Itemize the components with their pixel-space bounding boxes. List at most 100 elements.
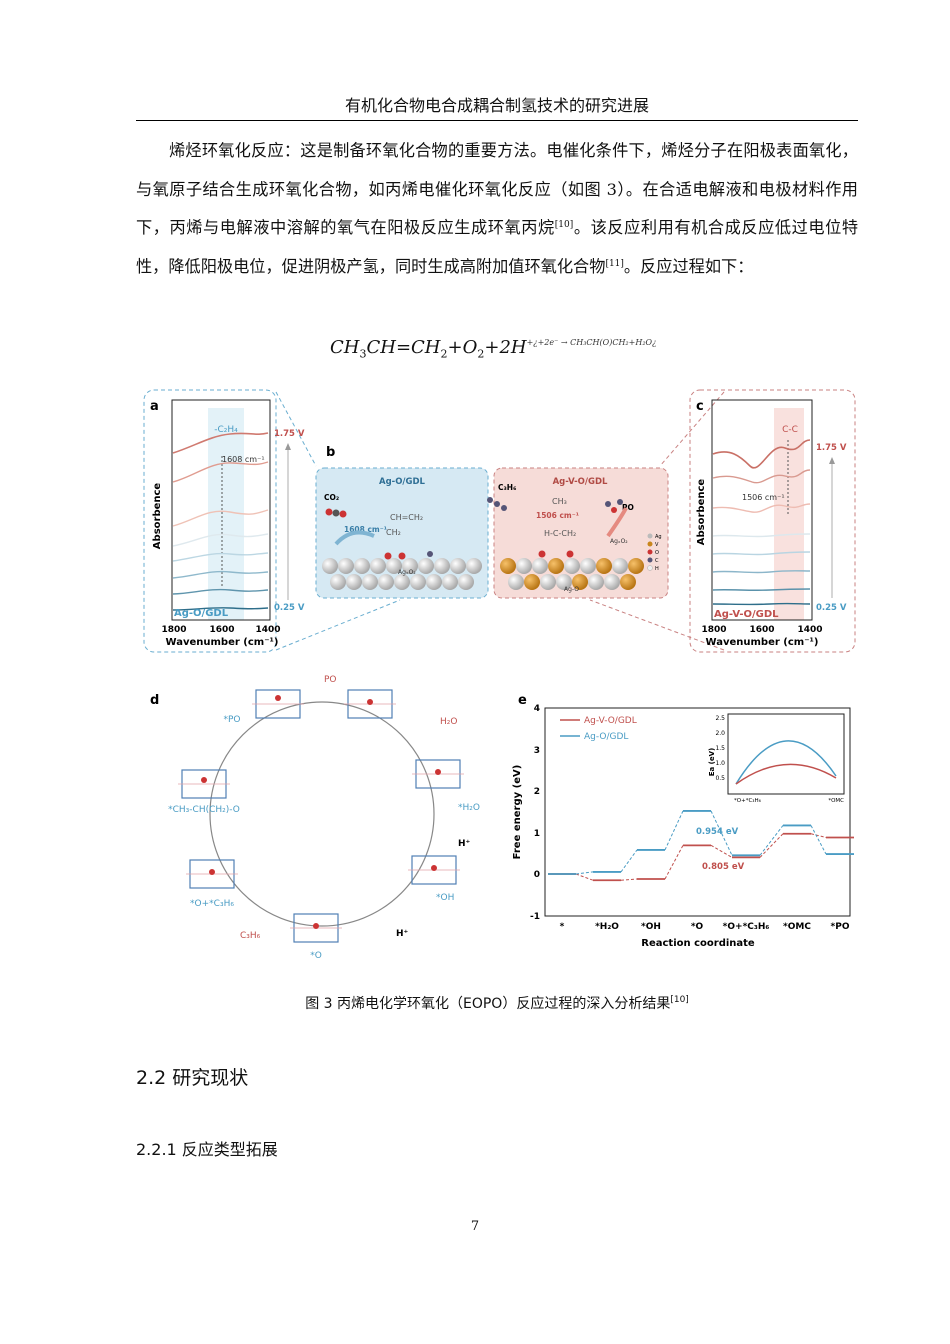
svg-text:*: * (560, 922, 565, 932)
svg-text:1800: 1800 (161, 625, 186, 635)
caption-citation[interactable]: [10] (670, 995, 689, 1005)
panel-a-peak-label: 1608 cm⁻¹ (222, 455, 265, 464)
svg-text:4: 4 (534, 704, 540, 714)
svg-text:1400: 1400 (255, 625, 280, 635)
panel-e-xlabel: Reaction coordinate (641, 938, 755, 949)
figure-3: a -C₂H₄ 1608 cm⁻¹ 1.75 V 0.25 V Ag-O/GDL… (140, 386, 860, 966)
panel-b-right-title: Ag-V-O/GDL (553, 477, 608, 487)
svg-text:PO: PO (622, 503, 634, 512)
svg-text:*H₂O: *H₂O (595, 922, 619, 932)
panel-a-frame (143, 389, 277, 653)
legend-ag-v-o: Ag-V-O/GDL (584, 716, 637, 726)
figure-caption: 图 3 丙烯电化学环氧化（EOPO）反应过程的深入分析结果[10] (305, 995, 689, 1013)
panel-e: e 4 3 2 1 0 -1 Free energy (eV) * *H₂O *… (512, 693, 854, 949)
panel-c-top-label: C-C (782, 425, 798, 435)
svg-text:2.5: 2.5 (715, 715, 725, 722)
body-paragraph: 烯烃环氧化反应：这是制备环氧化合物的重要方法。电催化条件下，烯烃分子在阳极表面氧… (136, 132, 858, 286)
panel-d-omc-state: *CH₃-CH(CH₂)-O (168, 805, 240, 815)
svg-text:CH₃: CH₃ (552, 497, 567, 506)
svg-text:H: H (655, 566, 659, 572)
energy-connector-0-5 (810, 833, 827, 838)
panel-c-frame (689, 389, 856, 653)
svg-text:1800: 1800 (701, 625, 726, 635)
svg-text:-1: -1 (530, 912, 540, 922)
energy-connector-0-4 (759, 833, 784, 858)
svg-text:CH=CH₂: CH=CH₂ (390, 513, 423, 522)
panel-c-name: Ag-V-O/GDL (714, 609, 779, 620)
panel-d-h2o-state: *H₂O (458, 803, 480, 813)
panel-c: c C-C 1506 cm⁻¹ 1.75 V 0.25 V Ag-V-O/GDL… (689, 389, 856, 653)
panel-c-axes (711, 399, 813, 621)
panel-b-left-title: Ag-O/GDL (379, 477, 426, 487)
energy-connector-1-5 (810, 825, 827, 855)
panel-a-xlabel: Wavenumber (cm⁻¹) (166, 637, 279, 648)
panel-c-xlabel: Wavenumber (cm⁻¹) (706, 637, 819, 648)
panel-d-oh-state: *OH (436, 893, 454, 903)
svg-text:AgₓO₂: AgₓO₂ (610, 538, 628, 545)
panel-a-v-high: 1.75 V (274, 429, 305, 439)
equation-superscript: +¿+2e⁻ → CH₃CH(O)CH₂+H₂O¿ (526, 338, 657, 347)
svg-text:0: 0 (534, 870, 540, 880)
svg-text:CH₂: CH₂ (386, 528, 401, 537)
panel-a: a -C₂H₄ 1608 cm⁻¹ 1.75 V 0.25 V Ag-O/GDL… (143, 389, 305, 653)
citation-11[interactable]: [11] (605, 258, 624, 269)
energy-connector-1-1 (620, 849, 638, 873)
panel-d-h2o-in: H₂O (440, 717, 457, 727)
svg-text:1.5: 1.5 (715, 745, 725, 752)
panel-b-label: b (326, 445, 335, 460)
svg-text:O: O (655, 550, 659, 556)
energy-connector-1-3 (710, 810, 733, 856)
panel-e-ylabel: Free energy (eV) (512, 765, 523, 860)
svg-text:2: 2 (534, 787, 540, 797)
energy-connector-0-2 (664, 845, 684, 880)
citation-10[interactable]: [10] (554, 220, 574, 230)
svg-text:1.0: 1.0 (715, 760, 725, 767)
panel-e-label: e (518, 693, 527, 708)
panel-b-legend: Ag V O C H (647, 533, 662, 572)
panel-a-name: Ag-O/GDL (174, 608, 229, 619)
panel-d-o-state: *O (310, 951, 322, 961)
svg-text:2.0: 2.0 (715, 730, 725, 737)
svg-text:1608 cm⁻¹: 1608 cm⁻¹ (344, 525, 387, 534)
energy-connector-1-0 (575, 871, 594, 875)
svg-text:0.5: 0.5 (715, 775, 725, 782)
svg-text:1: 1 (534, 829, 540, 839)
panel-c-ylabel: Absorbence (696, 479, 707, 546)
legend-ag-o: Ag-O/GDL (584, 732, 628, 742)
svg-text:*O+*C₃H₆: *O+*C₃H₆ (734, 798, 762, 804)
panel-c-v-low: 0.25 V (816, 603, 847, 613)
svg-text:Ag: Ag (655, 534, 662, 540)
svg-text:*OMC: *OMC (783, 922, 811, 932)
panel-d-po-state: *PO (223, 715, 240, 725)
panel-a-label: a (150, 399, 159, 414)
surface-left (322, 551, 482, 590)
svg-text:1600: 1600 (209, 625, 234, 635)
panel-e-axes (544, 707, 851, 917)
annotation-0805: 0.805 eV (702, 862, 745, 872)
svg-text:*PO: *PO (831, 922, 850, 932)
section-heading-2-2: 2.2 研究现状 (136, 1067, 249, 1089)
energy-connector-0-1 (620, 878, 638, 881)
svg-text:C₃H₆: C₃H₆ (498, 483, 516, 492)
panel-a-axes (171, 399, 271, 621)
energy-connector-1-4 (759, 825, 784, 856)
svg-text:1400: 1400 (797, 625, 822, 635)
energy-connector-0-3 (710, 844, 733, 858)
paragraph-text-3: 。反应过程如下： (623, 256, 754, 276)
svg-text:*O: *O (691, 922, 704, 932)
svg-text:*OH: *OH (641, 922, 661, 932)
running-header: 有机化合物电合成耦合制氢技术的研究进展 (136, 92, 858, 121)
panel-d-hplus-2: H⁺ (396, 929, 409, 939)
panel-d: d PO H₂O *H₂O H⁺ *OH H⁺ *O C₃H₆ *O+*C₃H₆… (150, 675, 480, 961)
energy-connector-0-0 (575, 873, 594, 881)
svg-text:1600: 1600 (749, 625, 774, 635)
paragraph-text-1: 烯烃环氧化反应：这是制备环氧化合物的重要方法。电催化条件下，烯烃分子在阳极表面氧… (136, 141, 858, 237)
annotation-0954: 0.954 eV (696, 827, 739, 837)
panel-c-peak-label: 1506 cm⁻¹ (742, 493, 785, 502)
panel-d-po-out: PO (324, 675, 337, 685)
panel-d-c3h6-in: C₃H₆ (240, 931, 261, 941)
paragraph-text-2: 。该反应利用有机合成反应低过电位特性，降低阳极电位，促进阴极产氢，同时生成高附加… (136, 218, 859, 276)
panel-c-v-high: 1.75 V (816, 443, 847, 453)
panel-c-label: c (696, 399, 704, 414)
svg-text:*O+*C₃H₆: *O+*C₃H₆ (723, 922, 770, 932)
